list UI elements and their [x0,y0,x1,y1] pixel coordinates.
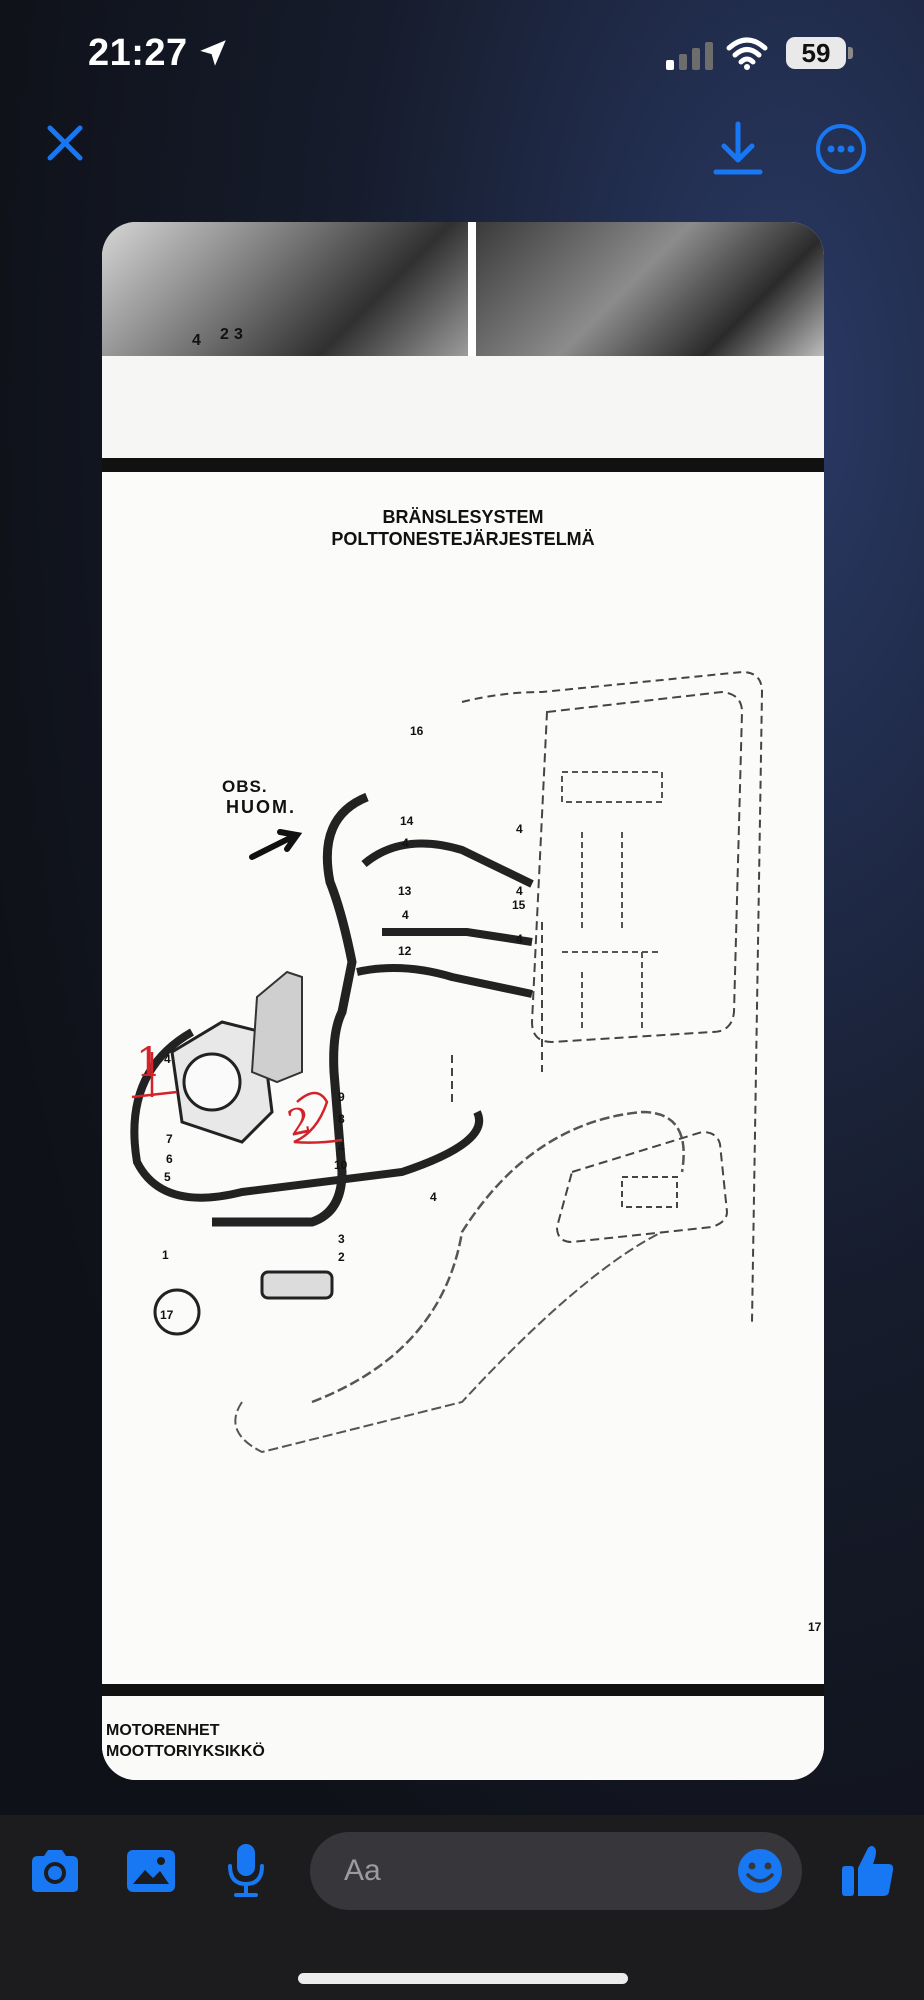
huom-label: HUOM. [226,797,296,817]
fuel-system-diagram [130,670,764,1454]
battery-tip [848,47,853,59]
close-icon[interactable] [40,118,90,168]
part-label-5: 5 [164,1170,171,1184]
fuel-hose-upper [361,839,534,888]
part-label-14: 14 [400,814,414,828]
photo-label-2: 2 [220,326,229,343]
fuel-line-to-tank [311,1110,685,1404]
arrow-pointer [249,829,303,860]
fuel-connector [260,1270,334,1300]
part-label-15: 15 [512,898,526,912]
image-viewer[interactable]: 4 2 3 BRÄNSLESYSTEM POLTTONESTEJÄRJESTEL… [102,222,824,1780]
handwritten-mark-2 [293,1091,343,1144]
emoji-icon[interactable] [736,1847,784,1895]
battery-icon: 59 [786,37,856,71]
engine-outline [451,670,764,1323]
part-label-6: 6 [166,1152,173,1166]
engine-block [530,690,744,1044]
part-label-4d: 4 [516,884,523,898]
status-time: 21:27 [88,32,188,74]
more-options-icon[interactable] [814,122,868,176]
part-label-4a: 4 [402,836,409,850]
part-label-16: 16 [410,724,424,738]
message-placeholder: Aa [344,1854,381,1887]
page-title-finnish: POLTTONESTEJÄRJESTELMÄ [331,529,595,549]
part-label-4c: 4 [402,908,409,922]
part-label-4b: 4 [516,822,523,836]
obs-label: OBS. [222,777,268,796]
photo-label-4: 4 [192,332,201,349]
fuel-pump-cap [182,1052,242,1112]
location-arrow-icon [200,40,226,66]
part-label-4e: 4 [516,932,523,946]
next-page-heading-swedish: MOTORENHET [106,1722,220,1739]
fuel-tank [555,1130,729,1244]
engine-photo-right [476,222,824,356]
tank-label-plate [621,1176,678,1208]
part-label-8: 8 [338,1112,345,1126]
thumbs-up-icon[interactable] [840,1842,896,1900]
battery-level: 59 [786,37,846,69]
handwritten-mark-1 [131,1052,178,1099]
fuel-connector-cap [153,1288,201,1336]
part-label-13: 13 [398,884,412,898]
status-bar: 21:27 59 [0,0,924,110]
fuel-hose-lower [356,964,533,998]
page-title-swedish: BRÄNSLESYSTEM [382,507,544,527]
message-input[interactable]: Aa [310,1832,802,1910]
fuel-hose-loop [130,1028,483,1202]
part-label-2: 2 [338,1250,345,1264]
page-divider [102,458,824,472]
fuel-line-outer [234,1231,663,1454]
microphone-icon[interactable] [222,1842,270,1898]
image-icon[interactable] [124,1846,178,1896]
download-icon[interactable] [710,120,766,178]
camera-icon[interactable] [28,1846,82,1896]
viewer-toolbar [0,110,924,190]
part-label-12: 12 [398,944,412,958]
part-label-4h: 4 [430,1190,437,1204]
part-label-4g: 4 [338,1140,345,1154]
part-label-10: 10 [334,1158,348,1172]
part-label-9: 9 [338,1090,345,1104]
page-number: 17 [808,1620,822,1634]
next-page-heading-finnish: MOOTTORIYKSIKKÖ [106,1743,265,1760]
home-indicator [298,1973,628,1984]
fuel-hose-middle [382,928,533,946]
carburetor-top [561,771,663,932]
wifi-icon [726,37,768,70]
carburetor-bottom [562,951,662,1032]
fuel-hose-main [212,792,369,1227]
previous-page-bottom [102,356,824,458]
page-divider-bottom [102,1684,824,1696]
part-label-17: 17 [160,1308,174,1322]
photo-label-3: 3 [234,326,243,343]
part-label-7: 7 [166,1132,173,1146]
part-label-4f: 4 [164,1052,171,1066]
cellular-signal-icon [666,42,713,70]
engine-photo-left: 4 2 3 [102,222,468,356]
next-page-top [102,1696,824,1780]
pump-gasket [250,970,303,1084]
part-label-1: 1 [162,1248,169,1262]
handwritten-number-1: 1 [136,1040,162,1086]
part-label-3: 3 [338,1232,345,1246]
